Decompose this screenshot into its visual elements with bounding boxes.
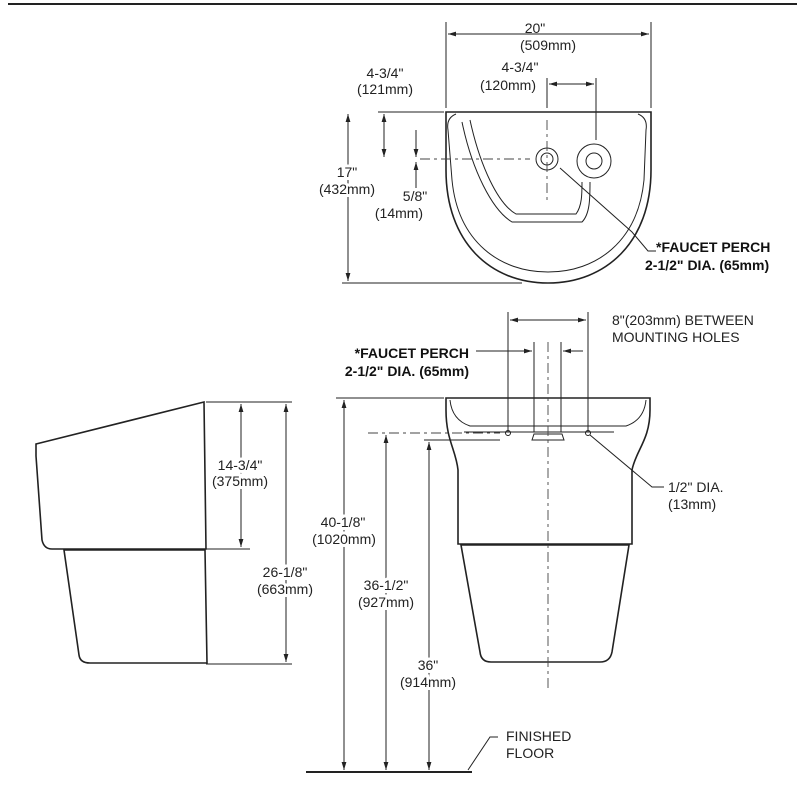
front-view-pedestal [460, 544, 630, 663]
floor-label-2: FLOOR [506, 745, 554, 761]
top-view-rim [447, 113, 647, 273]
height-mid-mm: (927mm) [358, 594, 414, 610]
front-view-bowl [445, 397, 651, 545]
front-view-faucet-perch [531, 433, 565, 441]
top-width-in: 20" [525, 20, 546, 36]
top-hole-mm: (14mm) [375, 205, 423, 221]
height-low-mm: (914mm) [400, 674, 456, 690]
top-offset-in: 4-3/4" [367, 65, 404, 81]
top-depth-mm: (432mm) [319, 181, 375, 197]
top-perch-label: *FAUCET PERCH [656, 239, 770, 255]
height-top-in: 40-1/8" [321, 514, 366, 530]
top-perch-size: 2-1/2" DIA. (65mm) [645, 257, 769, 273]
top-spacing-mm: (120mm) [480, 77, 536, 93]
top-offset-mm: (121mm) [357, 81, 413, 97]
top-view-faucet-perch [576, 143, 612, 179]
side-view: 14-3/4" (375mm) 26-1/8" (663mm) [35, 400, 316, 665]
side-total-mm: (663mm) [257, 581, 313, 597]
height-top-mm: (1020mm) [312, 531, 376, 547]
top-view-bowl [461, 121, 591, 223]
side-view-pedestal [63, 549, 208, 664]
mount-label-2: MOUNTING HOLES [612, 329, 740, 345]
front-hole-mm: (13mm) [668, 496, 716, 512]
front-perch-label: *FAUCET PERCH [355, 345, 469, 361]
front-perch-size: 2-1/2" DIA. (65mm) [345, 363, 469, 379]
side-total-in: 26-1/8" [263, 564, 308, 580]
mount-label-1: 8"(203mm) BETWEEN [612, 312, 754, 328]
top-view-basin-outline [445, 111, 652, 284]
top-view: 20" (509mm) 4-3/4" (120mm) 4-3/4" (121mm… [316, 20, 770, 284]
front-hole-in: 1/2" DIA. [668, 479, 724, 495]
front-view: 8"(203mm) BETWEEN MOUNTING HOLES *FAUCET… [306, 312, 754, 773]
top-depth-in: 17" [337, 164, 358, 180]
height-mid-in: 36-1/2" [364, 577, 409, 593]
floor-label-1: FINISHED [506, 728, 571, 744]
top-spacing-in: 4-3/4" [502, 59, 539, 75]
top-hole-in: 5/8" [403, 188, 427, 204]
side-bowl-in: 14-3/4" [218, 457, 263, 473]
top-width-mm: (509mm) [520, 37, 576, 53]
side-bowl-mm: (375mm) [212, 473, 268, 489]
side-view-bowl [35, 400, 207, 550]
height-low-in: 36" [418, 657, 439, 673]
